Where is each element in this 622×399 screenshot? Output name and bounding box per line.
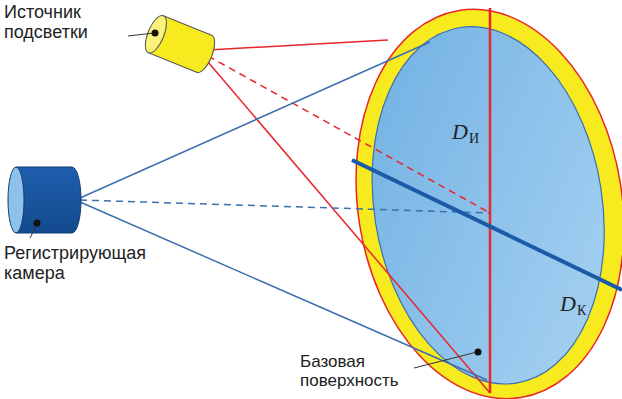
dimension-symbol: D [560, 292, 576, 317]
diameter-line [489, 8, 492, 393]
dimension-symbol: D [452, 120, 468, 145]
ray-line [208, 40, 388, 50]
leader-dots [34, 30, 482, 356]
dimension-subscript: К [577, 303, 586, 319]
base-surface [329, 0, 622, 399]
leader-dot [152, 30, 159, 37]
surface-area [347, 10, 622, 399]
camera-rays [80, 42, 490, 380]
ray-line [80, 42, 430, 198]
camera [8, 167, 81, 233]
dimension-subscript: И [469, 131, 479, 147]
part-label: Источник подсветки [4, 2, 134, 42]
leader-dot [34, 220, 41, 227]
surface-rim [329, 0, 622, 399]
ray-line [80, 202, 487, 380]
axis-line [80, 200, 490, 213]
diameter-line [352, 160, 622, 290]
leader-line [128, 33, 154, 36]
ray-line [208, 62, 490, 393]
part-label: Базовая поверхность [300, 352, 416, 390]
axis-line [208, 56, 490, 213]
camera-body [16, 167, 81, 233]
camera-lens [8, 167, 24, 233]
leader-dot [475, 349, 482, 356]
illumination-rays [208, 40, 490, 393]
part-label: Регистрирующая камера [4, 243, 174, 283]
leader-lines [30, 33, 477, 368]
leader-line [414, 352, 477, 368]
light-source [141, 13, 219, 76]
